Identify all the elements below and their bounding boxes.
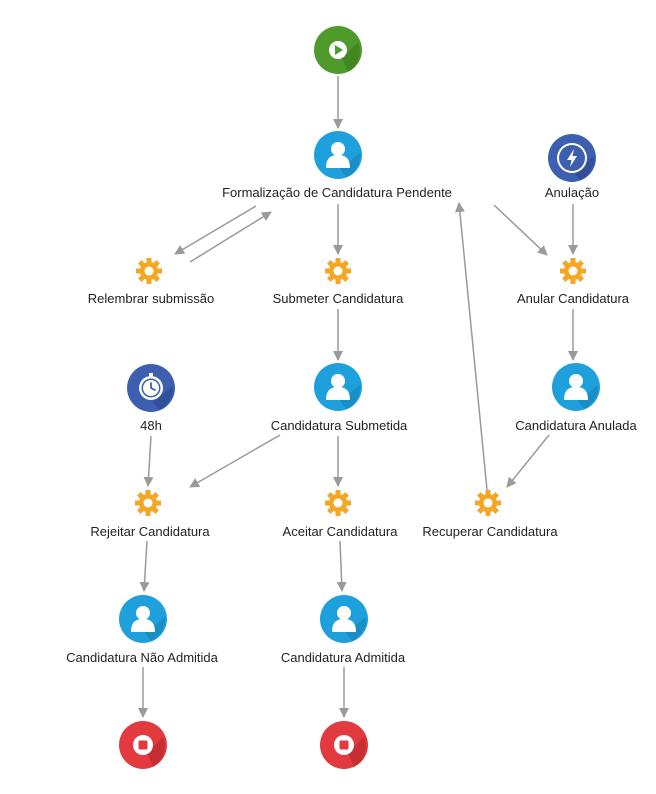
task-nao-admitida[interactable]: Candidatura Não Admitida [66, 595, 219, 665]
edge-aceitar-admitida [336, 540, 347, 592]
stop-icon [334, 735, 354, 755]
action-label-anular: Anular Candidatura [517, 291, 630, 306]
gear-icon [325, 258, 351, 284]
task-formalizacao[interactable]: Formalização de Candidatura Pendente [222, 131, 452, 200]
gear-icon [560, 258, 586, 284]
stop-icon [133, 735, 153, 755]
edge-rejeitar-naoadmitida [139, 540, 150, 592]
edge-anulada-recuperar [506, 434, 550, 488]
end-event-left[interactable] [119, 721, 167, 769]
user-icon [552, 363, 600, 411]
task-label-admitida: Candidatura Admitida [281, 650, 406, 665]
user-icon [314, 131, 362, 179]
task-label-anulada: Candidatura Anulada [515, 418, 637, 433]
gear-icon [475, 490, 501, 516]
user-icon [314, 363, 362, 411]
end-event-right[interactable] [320, 721, 368, 769]
timer-label: 48h [140, 418, 162, 433]
gear-icon [136, 258, 162, 284]
event-anulacao[interactable]: Anulação [545, 134, 599, 200]
edges [138, 76, 578, 718]
action-label-rejeitar: Rejeitar Candidatura [90, 524, 210, 539]
timer-event-48h[interactable]: 48h [127, 364, 175, 433]
task-admitida[interactable]: Candidatura Admitida [281, 595, 406, 665]
action-submeter[interactable]: Submeter Candidatura [273, 258, 405, 306]
edge-recuperar-formalizacao [454, 202, 488, 491]
action-label-recuperar: Recuperar Candidatura [422, 524, 558, 539]
edge-relembrar-formalizacao [189, 211, 272, 263]
gear-icon [325, 490, 351, 516]
edge-formalizacao-anular [493, 204, 548, 256]
lightning-icon [567, 149, 577, 167]
task-label-formalizacao: Formalização de Candidatura Pendente [222, 185, 452, 200]
edge-formalizacao-relembrar [174, 205, 257, 255]
task-anulada[interactable]: Candidatura Anulada [515, 363, 637, 433]
action-recuperar[interactable]: Recuperar Candidatura [422, 490, 558, 539]
task-label-submetida: Candidatura Submetida [271, 418, 408, 433]
task-submetida[interactable]: Candidatura Submetida [271, 363, 408, 433]
action-label-aceitar: Aceitar Candidatura [283, 524, 399, 539]
user-icon [320, 595, 368, 643]
start-event[interactable] [314, 26, 362, 74]
edge-submetida-rejeitar [189, 434, 281, 488]
clock-icon [139, 373, 163, 400]
action-rejeitar[interactable]: Rejeitar Candidatura [90, 490, 210, 539]
task-label-nao-admitida: Candidatura Não Admitida [66, 650, 219, 665]
action-relembrar[interactable]: Relembrar submissão [88, 258, 214, 306]
action-label-relembrar: Relembrar submissão [88, 291, 214, 306]
gear-icon [135, 490, 161, 516]
edge-timer-rejeitar [143, 435, 154, 487]
action-label-submeter: Submeter Candidatura [273, 291, 405, 306]
action-anular[interactable]: Anular Candidatura [517, 258, 630, 306]
event-label-anulacao: Anulação [545, 185, 599, 200]
play-icon [329, 41, 347, 59]
action-aceitar[interactable]: Aceitar Candidatura [283, 490, 399, 539]
user-icon [119, 595, 167, 643]
